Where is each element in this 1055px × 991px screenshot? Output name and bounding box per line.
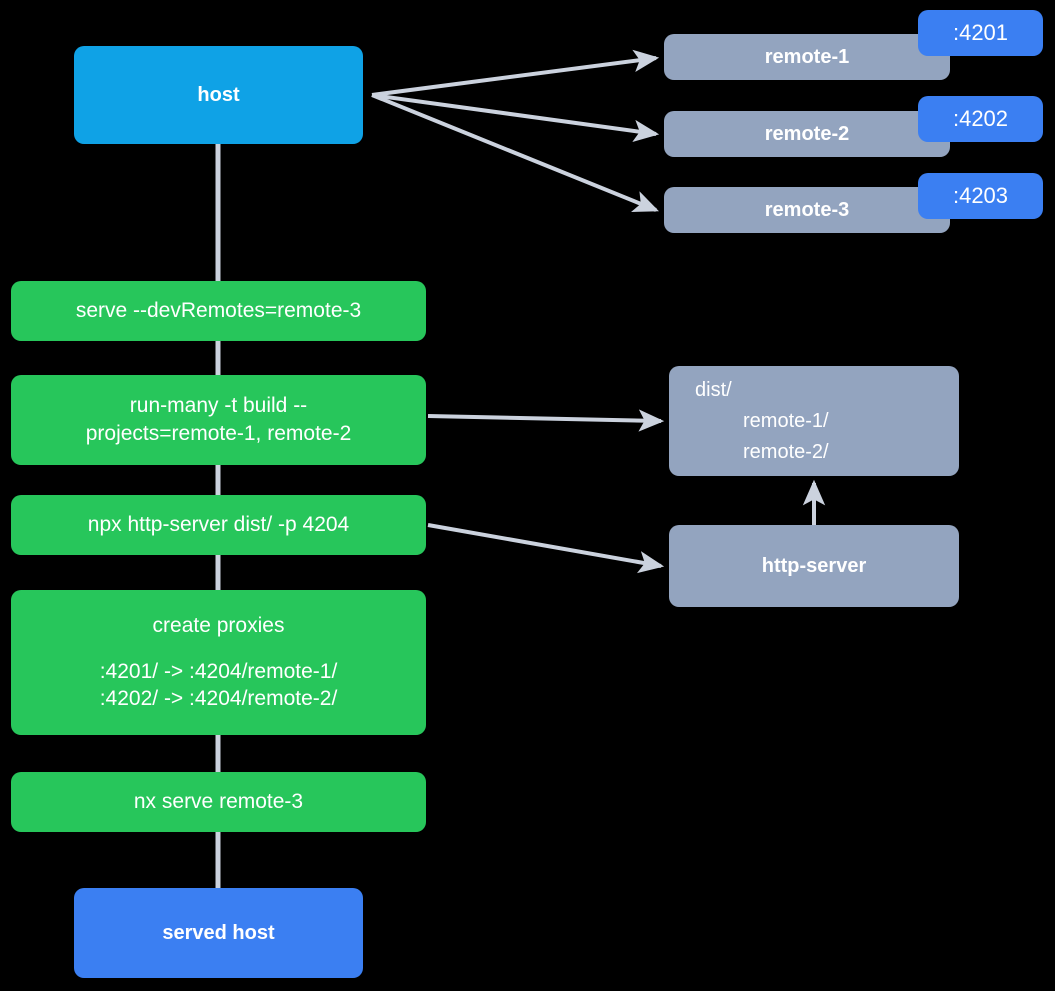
command-create-proxies-mapping-2: :4202/ -> :4204/remote-2/ — [99, 687, 338, 711]
port-badge-remote-1: :4201 — [918, 10, 1043, 56]
edge-runmany-dist — [427, 409, 665, 432]
port-badge-remote-2: :4202 — [918, 96, 1043, 142]
port-badge-remote-3-label: :4203 — [952, 183, 1009, 208]
dist-child-remote-2: remote-2/ — [743, 440, 829, 463]
node-host[interactable]: host — [74, 46, 363, 144]
node-remote-1[interactable]: remote-1 — [664, 34, 950, 80]
node-command-create-proxies[interactable]: create proxies :4201/ -> :4204/remote-1/… — [11, 590, 426, 735]
node-command-run-many-build[interactable]: run-many -t build -- projects=remote-1, … — [11, 375, 426, 465]
edge-host-remote-3 — [371, 93, 659, 212]
node-host-label: host — [197, 83, 240, 106]
edge-host-remote-2 — [371, 93, 660, 143]
command-serve-dev-remotes-label: serve --devRemotes=remote-3 — [75, 299, 362, 323]
command-run-many-line-2: projects=remote-1, remote-2 — [85, 422, 352, 445]
node-remote-3-label: remote-3 — [764, 198, 850, 221]
command-create-proxies-mapping-1: :4201/ -> :4204/remote-1/ — [99, 659, 338, 683]
node-command-nx-serve-remote-3[interactable]: nx serve remote-3 — [11, 772, 426, 832]
node-remote-3[interactable]: remote-3 — [664, 187, 950, 233]
command-run-many-line-1: run-many -t build -- — [129, 394, 308, 418]
node-remote-2[interactable]: remote-2 — [664, 111, 950, 157]
node-http-server[interactable]: http-server — [669, 525, 959, 607]
dist-tree: dist/ remote-1/ remote-2/ — [669, 375, 959, 468]
command-nx-serve-remote-3-label: nx serve remote-3 — [133, 790, 304, 814]
command-npx-http-server-label: npx http-server dist/ -p 4204 — [87, 513, 350, 537]
edge-npx-httpserver — [427, 523, 665, 574]
command-create-proxies-title: create proxies — [152, 613, 285, 637]
port-badge-remote-1-label: :4201 — [952, 20, 1009, 45]
node-remote-2-label: remote-2 — [764, 122, 850, 145]
dist-root-label: dist/ — [695, 378, 732, 401]
node-command-npx-http-server[interactable]: npx http-server dist/ -p 4204 — [11, 495, 426, 555]
edge-host-remote-1 — [371, 49, 660, 97]
node-command-serve-dev-remotes[interactable]: serve --devRemotes=remote-3 — [11, 281, 426, 341]
node-dist-folder[interactable]: dist/ remote-1/ remote-2/ — [669, 366, 959, 476]
node-http-server-label: http-server — [761, 554, 867, 577]
dist-child-remote-1: remote-1/ — [743, 409, 829, 432]
node-remote-1-label: remote-1 — [764, 45, 850, 68]
node-served-host[interactable]: served host — [74, 888, 363, 978]
port-badge-remote-2-label: :4202 — [952, 106, 1009, 131]
port-badge-remote-3: :4203 — [918, 173, 1043, 219]
node-served-host-label: served host — [162, 921, 275, 944]
